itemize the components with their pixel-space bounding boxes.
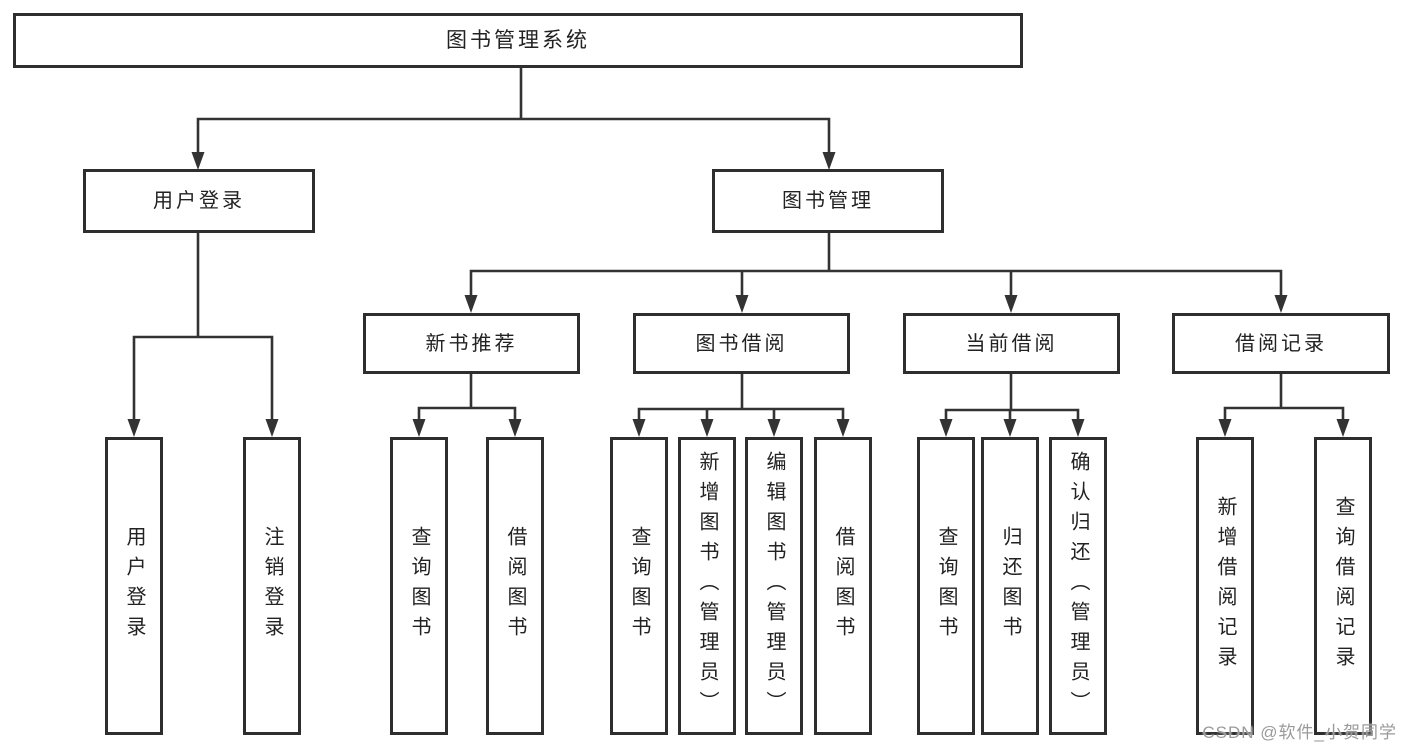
node-leaf-borrow-edit-label: 编辑图书（管理员） [763, 451, 785, 721]
node-user-login: 用户登录 [83, 169, 315, 233]
node-new-book: 新书推荐 [363, 313, 580, 374]
node-current-borrow-label: 当前借阅 [965, 332, 1058, 355]
node-borrow-records: 借阅记录 [1172, 313, 1390, 374]
node-leaf-borrow-borrow: 借阅图书 [814, 437, 872, 735]
node-leaf-borrow-edit: 编辑图书（管理员） [745, 437, 803, 735]
node-leaf-newbook-query-label: 查询图书 [408, 526, 430, 646]
connector-book-manage [464, 233, 1288, 313]
node-leaf-logout: 注销登录 [243, 437, 301, 735]
node-leaf-borrow-query: 查询图书 [610, 437, 668, 735]
connector-borrow-records [1218, 374, 1350, 437]
node-leaf-current-confirm: 确认归还（管理员） [1049, 437, 1107, 735]
node-leaf-records-add: 新增借阅记录 [1196, 437, 1254, 735]
node-leaf-newbook-query: 查询图书 [390, 437, 448, 735]
connector-book-borrow [632, 374, 850, 437]
node-book-borrow-label: 图书借阅 [695, 332, 788, 355]
node-leaf-borrow-add: 新增图书（管理员） [678, 437, 736, 735]
node-current-borrow: 当前借阅 [903, 313, 1120, 374]
node-leaf-current-return: 归还图书 [981, 437, 1039, 735]
connector-new-book [412, 374, 522, 437]
node-leaf-user-login-label: 用户登录 [123, 526, 145, 646]
node-borrow-records-label: 借阅记录 [1235, 332, 1327, 355]
node-book-manage: 图书管理 [712, 169, 944, 233]
node-leaf-logout-label: 注销登录 [261, 526, 283, 646]
node-library-system: 图书管理系统 [13, 13, 1023, 68]
node-leaf-newbook-borrow: 借阅图书 [486, 437, 544, 735]
connector-user-login [127, 233, 279, 437]
csdn-watermark: CSDN @软件_小贺同学 [1202, 723, 1397, 742]
node-leaf-current-confirm-label: 确认归还（管理员） [1067, 451, 1089, 721]
node-leaf-current-return-label: 归还图书 [999, 526, 1021, 646]
node-new-book-label: 新书推荐 [425, 332, 518, 355]
connector-root [191, 67, 836, 170]
node-book-manage-label: 图书管理 [782, 190, 874, 212]
node-leaf-records-query: 查询借阅记录 [1314, 437, 1372, 735]
node-leaf-borrow-query-label: 查询图书 [628, 526, 650, 646]
node-leaf-current-query-label: 查询图书 [935, 526, 957, 646]
connector-current-borrow [939, 374, 1085, 437]
node-leaf-current-query: 查询图书 [917, 437, 975, 735]
node-book-borrow: 图书借阅 [633, 313, 850, 374]
node-leaf-records-add-label: 新增借阅记录 [1214, 496, 1236, 676]
node-leaf-user-login: 用户登录 [105, 437, 163, 735]
node-leaf-newbook-borrow-label: 借阅图书 [504, 526, 526, 646]
node-leaf-borrow-add-label: 新增图书（管理员） [696, 451, 718, 721]
node-library-system-label: 图书管理系统 [446, 29, 590, 52]
node-user-login-label: 用户登录 [153, 190, 245, 212]
node-leaf-records-query-label: 查询借阅记录 [1332, 496, 1354, 676]
node-leaf-borrow-borrow-label: 借阅图书 [832, 526, 854, 646]
